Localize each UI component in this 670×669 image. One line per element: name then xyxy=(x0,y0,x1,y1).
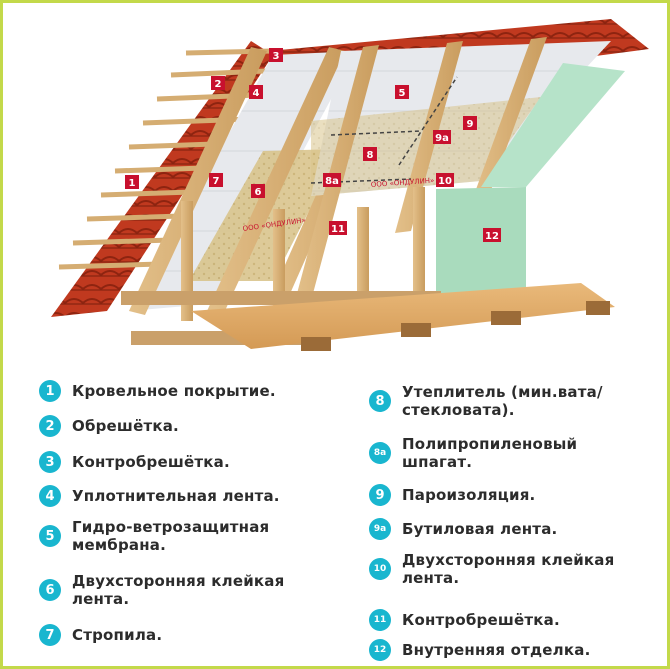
number-badge: 3 xyxy=(39,451,61,473)
svg-text:12: 12 xyxy=(485,231,499,242)
legend-item-3: 3 Контробрешётка. xyxy=(39,451,339,473)
callout-tag-1: 1 xyxy=(125,175,139,189)
floor xyxy=(191,283,615,349)
callout-tag-9a: 9a xyxy=(433,130,451,144)
studs xyxy=(181,187,425,321)
number-badge: 4 xyxy=(39,485,61,507)
legend-item-11: 11 Контробрешётка. xyxy=(369,609,669,631)
svg-text:8a: 8a xyxy=(325,176,339,187)
number-badge: 12 xyxy=(369,639,391,661)
number-badge: 10 xyxy=(369,558,391,580)
svg-text:8: 8 xyxy=(367,150,374,161)
roof-tiles-left xyxy=(51,41,273,317)
svg-text:7: 7 xyxy=(213,176,220,187)
callout-tag-10: 10 xyxy=(436,173,454,187)
number-badge: 1 xyxy=(39,380,61,402)
interior-lining-wall xyxy=(436,187,526,297)
legend-text: Обрешётка. xyxy=(72,417,179,435)
legend-item-12: 12 Внутренняя отделка. xyxy=(369,639,669,661)
legend-item-8: 8 Утеплитель (мин.вата/ стекловата). xyxy=(369,383,669,419)
legend-text: Пароизоляция. xyxy=(402,486,536,504)
legend-item-6: 6 Двухсторонняя клейкая лента. xyxy=(39,572,339,608)
number-badge: 9a xyxy=(369,518,391,540)
callout-tag-5: 5 xyxy=(395,85,409,99)
callout-tag-8: 8 xyxy=(363,147,377,161)
callout-tag-8a: 8a xyxy=(323,173,341,187)
legend-item-2: 2 Обрешётка. xyxy=(39,415,339,437)
number-badge: 8 xyxy=(369,390,391,412)
svg-text:10: 10 xyxy=(438,176,452,187)
legend-item-10: 10 Двухсторонняя клейкая лента. xyxy=(369,551,669,587)
legend-text: Контробрешётка. xyxy=(72,453,230,471)
callout-tag-6: 6 xyxy=(251,184,265,198)
callout-tag-3: 3 xyxy=(269,48,283,62)
number-badge: 8a xyxy=(369,442,391,464)
legend-item-9a: 9a Бутиловая лента. xyxy=(369,518,669,540)
legend-item-4: 4 Уплотнительная лента. xyxy=(39,485,339,507)
legend-text: Двухсторонняя клейкая лента. xyxy=(72,572,285,608)
legend-text: Утеплитель (мин.вата/ стекловата). xyxy=(402,383,603,419)
legend-text: Стропила. xyxy=(72,626,163,644)
legend-text: Внутренняя отделка. xyxy=(402,641,591,659)
legend-item-8a: 8a Полипропиленовый шпагат. xyxy=(369,435,669,471)
svg-text:5: 5 xyxy=(399,88,406,99)
interior-lining-slope xyxy=(481,63,625,187)
legend-item-9: 9 Пароизоляция. xyxy=(369,484,669,506)
svg-text:3: 3 xyxy=(273,51,280,62)
svg-text:4: 4 xyxy=(253,88,260,99)
svg-text:9a: 9a xyxy=(435,133,449,144)
callout-tag-4: 4 xyxy=(249,85,263,99)
svg-text:11: 11 xyxy=(331,224,345,235)
legend-text: Бутиловая лента. xyxy=(402,520,558,538)
legend-text: Гидро-ветрозащитная мембрана. xyxy=(72,518,270,554)
number-badge: 9 xyxy=(369,484,391,506)
number-badge: 5 xyxy=(39,525,61,547)
number-badge: 6 xyxy=(39,579,61,601)
number-badge: 11 xyxy=(369,609,391,631)
callout-tag-12: 12 xyxy=(483,228,501,242)
callout-tag-11: 11 xyxy=(329,221,347,235)
svg-text:1: 1 xyxy=(129,178,136,189)
callout-tag-7: 7 xyxy=(209,173,223,187)
floor-joists xyxy=(301,301,610,351)
legend-item-1: 1 Кровельное покрытие. xyxy=(39,380,339,402)
legend-text: Контробрешётка. xyxy=(402,611,560,629)
svg-text:6: 6 xyxy=(255,187,262,198)
legend-item-7: 7 Стропила. xyxy=(39,624,339,646)
svg-text:2: 2 xyxy=(215,79,222,90)
number-badge: 2 xyxy=(39,415,61,437)
callout-tag-2: 2 xyxy=(211,76,225,90)
legend-item-5: 5 Гидро-ветрозащитная мембрана. xyxy=(39,518,339,554)
legend-text: Уплотнительная лента. xyxy=(72,487,280,505)
legend-text: Полипропиленовый шпагат. xyxy=(402,435,578,471)
legend-text: Двухсторонняя клейкая лента. xyxy=(402,551,615,587)
callout-tag-9: 9 xyxy=(463,116,477,130)
number-badge: 7 xyxy=(39,624,61,646)
legend-text: Кровельное покрытие. xyxy=(72,382,276,400)
svg-text:9: 9 xyxy=(467,119,474,130)
